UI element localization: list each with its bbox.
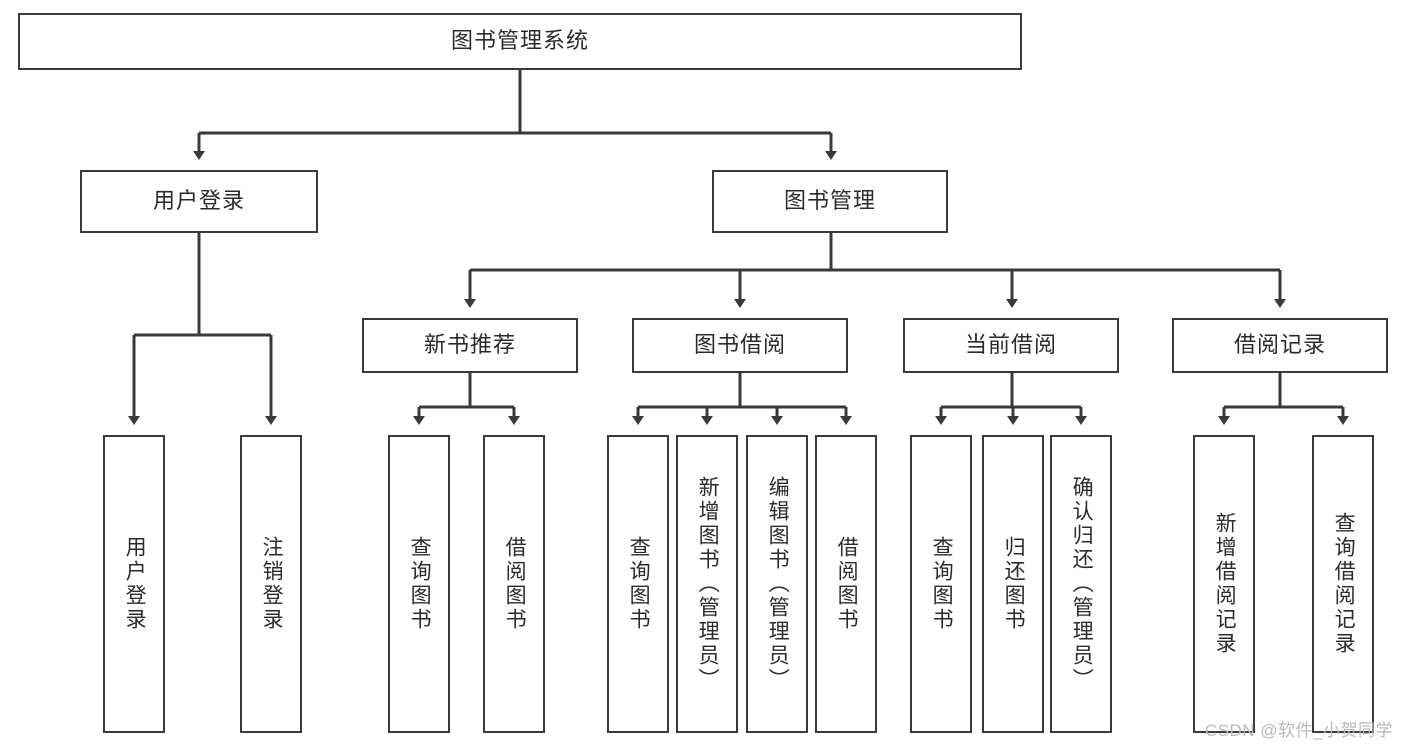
leaf-query-book-newbook[interactable]: 查询图书 (388, 435, 450, 733)
leaf-user-login[interactable]: 用户登录 (103, 435, 165, 733)
node-user-login-label: 用户登录 (152, 188, 245, 214)
node-user-login[interactable]: 用户登录 (80, 170, 318, 233)
node-root-label: 图书管理系统 (450, 28, 589, 54)
leaf-edit-book-admin[interactable]: 编辑图书（管理员） (746, 435, 808, 733)
leaf-logout[interactable]: 注销登录 (240, 435, 302, 733)
node-new-book-recommend-label: 新书推荐 (423, 332, 516, 358)
node-current-borrow[interactable]: 当前借阅 (903, 318, 1119, 373)
node-borrow-record[interactable]: 借阅记录 (1172, 318, 1388, 373)
leaf-borrow-book-newbook[interactable]: 借阅图书 (483, 435, 545, 733)
leaf-query-borrow-record-label: 查询借阅记录 (1332, 512, 1356, 656)
leaf-user-login-label: 用户登录 (123, 536, 147, 632)
leaf-add-book-admin[interactable]: 新增图书（管理员） (676, 435, 738, 733)
csdn-watermark: CSDN @软件_小贺同学 (1204, 721, 1393, 740)
leaf-return-book[interactable]: 归还图书 (982, 435, 1044, 733)
leaf-borrow-book-label: 借阅图书 (835, 536, 859, 632)
leaf-confirm-return-admin[interactable]: 确认归还（管理员） (1050, 435, 1112, 733)
node-borrow-record-label: 借阅记录 (1233, 332, 1326, 358)
node-book-management[interactable]: 图书管理 (712, 170, 948, 233)
node-book-borrow[interactable]: 图书借阅 (632, 318, 848, 373)
leaf-confirm-return-admin-label: 确认归还（管理员） (1070, 476, 1094, 692)
leaf-add-borrow-record-label: 新增借阅记录 (1213, 512, 1237, 656)
leaf-query-book-current-label: 查询图书 (930, 536, 954, 632)
leaf-logout-label: 注销登录 (260, 536, 284, 632)
leaf-query-book-borrow[interactable]: 查询图书 (607, 435, 669, 733)
leaf-edit-book-admin-label: 编辑图书（管理员） (766, 476, 790, 692)
leaf-return-book-label: 归还图书 (1002, 536, 1026, 632)
node-book-management-label: 图书管理 (783, 188, 876, 214)
leaf-add-book-admin-label: 新增图书（管理员） (696, 476, 720, 692)
node-root[interactable]: 图书管理系统 (18, 13, 1022, 70)
leaf-add-borrow-record[interactable]: 新增借阅记录 (1193, 435, 1255, 733)
node-book-borrow-label: 图书借阅 (693, 332, 786, 358)
leaf-borrow-book[interactable]: 借阅图书 (815, 435, 877, 733)
leaf-query-book-current[interactable]: 查询图书 (910, 435, 972, 733)
leaf-borrow-book-newbook-label: 借阅图书 (503, 536, 527, 632)
leaf-query-book-newbook-label: 查询图书 (408, 536, 432, 632)
node-new-book-recommend[interactable]: 新书推荐 (362, 318, 578, 373)
node-current-borrow-label: 当前借阅 (964, 332, 1057, 358)
leaf-query-borrow-record[interactable]: 查询借阅记录 (1312, 435, 1374, 733)
leaf-query-book-borrow-label: 查询图书 (627, 536, 651, 632)
